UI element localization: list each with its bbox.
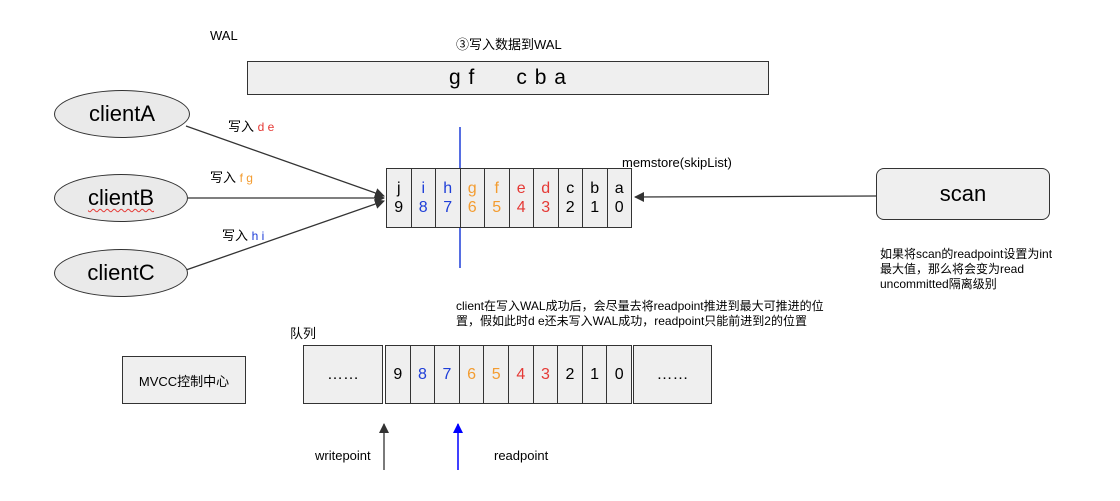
memstore-cell-seq: 5 [492,199,502,216]
client-c-write-label: 写入 h i [222,228,264,244]
queue-cell: 2 [557,345,583,404]
queue-cell: 4 [508,345,534,404]
clientC-arrow [185,199,385,271]
queue-cell: 5 [483,345,509,404]
client-a-write-label: 写入 d e [228,119,274,135]
client-b-node: clientB [54,174,188,222]
memstore-cell-seq: 6 [467,199,477,216]
queue-ellipsis-right-text: …… [656,365,689,383]
queue-cell: 8 [409,345,436,404]
memstore-cell-seq: 2 [565,199,575,216]
queue-ellipsis-left: …… [303,345,383,404]
client-a-write-keys: d e [257,120,275,134]
client-b-name: clientB [87,185,155,210]
client-c-write-keys: h i [251,229,265,243]
queue-cell: 6 [458,345,485,404]
memstore-cell-seq: 9 [394,199,404,216]
memstore-cell-key: d [541,180,551,197]
queue-ellipsis-left-text: …… [327,365,359,383]
queue-cell: 3 [532,345,559,404]
queue-label: 队列 [290,326,317,341]
memstore-cell-key: f [494,180,499,197]
queue-cell-value: 7 [442,365,452,383]
queue-cell-value: 3 [540,365,550,383]
memstore-cell-key: i [421,180,426,197]
scan-note: 如果将scan的readpoint设置为int最大值，那么将会变为read un… [880,247,1053,291]
wal-label: WAL [210,28,238,43]
writepoint-label: writepoint [315,448,371,463]
clientA-arrow [185,125,385,198]
wal-step-label: ③写入数据到WAL [456,37,562,52]
queue-cell: 1 [581,345,608,404]
scan-name: scan [939,181,987,206]
memstore-cell-seq: 0 [614,199,624,216]
client-a-write-prefix: 写入 [228,119,255,134]
client-c-write-prefix: 写入 [222,228,249,243]
client-b-write-label: 写入 f g [210,170,253,186]
wal-contents: g f c b a [449,66,567,89]
queue-cell-value: 9 [393,365,403,383]
client-a-name: clientA [88,101,156,126]
readpoint-label: readpoint [494,448,549,463]
queue-cell-value: 8 [417,365,427,383]
scan-arrow [634,191,877,202]
memstore-cell-key: h [443,180,453,197]
wal-box: g f c b a [247,61,769,95]
scan-node: scan [876,168,1050,220]
queue-note: client在写入WAL成功后，会尽量去将readpoint推进到最大可推进的位… [456,299,824,328]
memstore-cell-key: c [566,180,575,197]
queue-cell: 7 [434,345,460,404]
queue-cell: 0 [606,345,632,404]
client-b-write-keys: f g [239,171,253,185]
client-c-name: clientC [87,260,155,285]
queue-ellipsis-right: …… [633,345,712,404]
client-b-write-prefix: 写入 [210,170,237,185]
memstore-cell-key: a [614,180,624,197]
memstore-cell-seq: 3 [541,199,551,216]
mvcc-center-box: MVCC控制中心 [122,356,246,404]
memstore-cell-seq: 7 [443,199,453,216]
queue-cell-value: 6 [467,365,477,383]
client-c-node: clientC [54,249,188,297]
queue-cell-value: 5 [491,365,501,383]
queue-cell-value: 0 [614,365,624,383]
mvcc-center-label: MVCC控制中心 [138,373,230,389]
memstore-cell-seq: 4 [516,199,526,216]
memstore-label: memstore(skipList) [622,155,732,170]
memstore-cell-key: e [516,180,526,197]
memstore-cell-key: g [467,180,477,197]
memstore-cell-seq: 8 [418,199,428,216]
memstore-cell-key: j [396,180,401,197]
queue-cell-value: 1 [590,365,600,383]
memstore-cell-key: b [590,180,600,197]
queue-cell-value: 4 [516,365,526,383]
client-a-node: clientA [54,90,190,138]
queue-cell-value: 2 [565,365,575,383]
queue-cell: 9 [385,345,411,404]
memstore-cell-seq: 1 [590,199,600,216]
